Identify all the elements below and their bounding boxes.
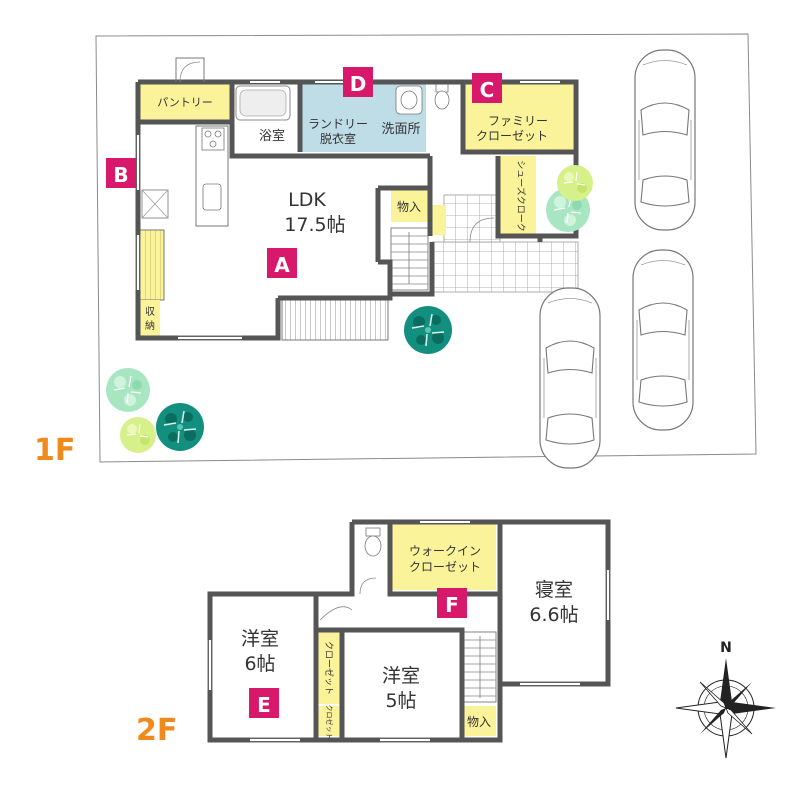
small-storage-label-2: 納 xyxy=(145,319,155,332)
car-icon xyxy=(634,49,696,231)
tree-icon xyxy=(119,416,157,454)
storage-room xyxy=(391,188,428,222)
badge-a: A xyxy=(267,248,297,278)
tree-icon xyxy=(155,402,205,452)
hall-step xyxy=(432,205,446,235)
svg-text:A: A xyxy=(274,253,290,277)
svg-text:D: D xyxy=(350,72,367,96)
small-storage-label-1: 収 xyxy=(145,306,155,318)
laundry-label-1: ランドリー xyxy=(308,117,368,131)
storage-2f-label: 物入 xyxy=(467,715,491,729)
wic-label-2: クローゼット xyxy=(409,560,481,574)
pantry-room xyxy=(140,84,232,120)
wood-deck xyxy=(281,297,389,341)
svg-text:C: C xyxy=(480,78,495,102)
bedroom-size-label: 6.6帖 xyxy=(529,604,578,626)
closet-room xyxy=(318,632,340,704)
storage-label: 物入 xyxy=(397,200,421,214)
fridge-icon xyxy=(141,189,169,219)
bathtub-icon xyxy=(235,85,291,121)
family-closet-label-2: クローゼット xyxy=(476,129,548,143)
svg-text:F: F xyxy=(445,593,459,617)
entrance-porch xyxy=(431,241,579,293)
western-room-b-size-label: 5帖 xyxy=(385,690,416,712)
side-deck xyxy=(139,229,165,301)
tree-icon xyxy=(105,367,151,413)
western-room-b-label: 洋室 xyxy=(382,665,420,687)
first-floor: LDK 17.5帖 パントリー 浴室 ランドリー 脱衣室 洗面所 ファミリー ク… xyxy=(34,33,757,469)
tree-icon xyxy=(403,305,453,355)
car-icon xyxy=(539,287,601,469)
front-door-swing xyxy=(469,217,495,243)
closet-label: クローゼット xyxy=(323,641,335,695)
tree-icon xyxy=(556,164,594,202)
toilet-icon xyxy=(434,83,450,110)
back-door-swing xyxy=(179,61,201,83)
badge-e: E xyxy=(249,688,279,718)
bath-label: 浴室 xyxy=(259,128,285,144)
western-room-a-label: 洋室 xyxy=(241,628,279,650)
walk-in-closet-room xyxy=(392,524,496,590)
door-swing xyxy=(319,606,353,621)
family-closet-label-1: ファミリー xyxy=(488,114,548,128)
second-floor: ウォークイン クローゼット 寝室 6.6帖 洋室 6帖 洋室 5帖 クローゼット… xyxy=(136,519,611,748)
western-room-a-size-label: 6帖 xyxy=(244,653,275,675)
stove-icon xyxy=(201,127,225,151)
badge-c: C xyxy=(472,73,502,103)
sink-icon xyxy=(202,183,222,211)
shoe-cloak-room xyxy=(500,156,536,236)
window-lines-2f xyxy=(207,570,611,743)
stairs-icon xyxy=(463,631,497,703)
bedroom-label: 寝室 xyxy=(535,579,573,601)
ldk-size-label: 17.5帖 xyxy=(284,214,345,236)
door-swing xyxy=(359,577,377,595)
wic-label-1: ウォークイン xyxy=(409,544,481,558)
ldk-label: LDK xyxy=(288,189,326,211)
badge-d: D xyxy=(343,67,373,97)
laundry-label-2: 脱衣室 xyxy=(320,131,356,146)
badge-b: B xyxy=(106,158,136,188)
windows-2f xyxy=(209,521,609,741)
small-storage-room xyxy=(140,300,160,336)
badge-f: F xyxy=(437,588,467,618)
svg-text:E: E xyxy=(257,693,271,717)
toilet-icon xyxy=(364,527,382,557)
stairs-icon xyxy=(390,227,429,291)
storage-2f-room xyxy=(462,706,496,736)
shoe-cloak-label: シューズクローク xyxy=(515,160,527,232)
car-icon xyxy=(632,249,694,431)
sink-icon xyxy=(395,85,423,115)
floor-tag-1f: 1F xyxy=(34,433,75,468)
pantry-label: パントリー xyxy=(157,96,213,109)
washroom-label: 洗面所 xyxy=(381,122,420,137)
compass-icon: N xyxy=(675,640,776,759)
back-door xyxy=(175,57,205,82)
entrance-hall-floor xyxy=(443,194,501,243)
small-closet-room xyxy=(318,706,340,736)
small-closet-label: クロゼット xyxy=(325,705,334,740)
floor-tag-2f: 2F xyxy=(136,713,177,748)
svg-text:B: B xyxy=(113,163,128,187)
compass-north-label: N xyxy=(720,640,732,656)
